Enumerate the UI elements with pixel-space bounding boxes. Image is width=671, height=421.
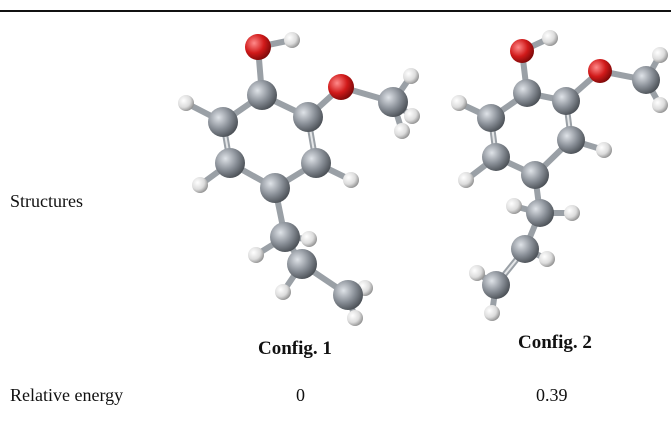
config-2-molecule: [451, 30, 668, 321]
row-label-structures: Structures: [10, 191, 83, 211]
energy-value-config-1: 0: [296, 385, 305, 405]
top-rule: [0, 10, 671, 12]
config-1-caption: Config. 1: [258, 338, 332, 359]
row-label-relative-energy: Relative energy: [10, 385, 124, 405]
config-2-caption: Config. 2: [518, 332, 592, 353]
config-1-molecule: [178, 32, 420, 326]
energy-value-config-2: 0.39: [536, 385, 568, 405]
